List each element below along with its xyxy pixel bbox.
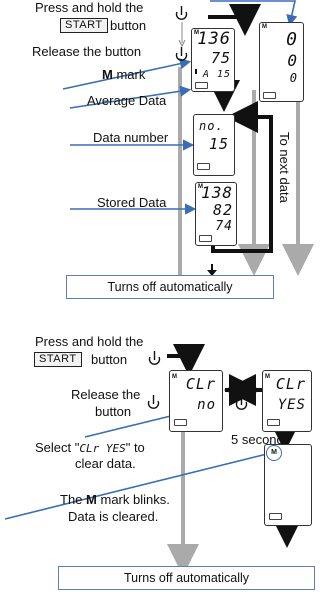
to-next-data-text: To next data bbox=[276, 132, 296, 252]
button-word-2: button bbox=[91, 352, 128, 367]
lcd-stored-line1: 138 bbox=[201, 183, 233, 202]
mark-word: mark bbox=[116, 67, 146, 82]
lcd-avg-line2: 75 bbox=[210, 49, 231, 67]
data-cleared-text: Data is cleared. bbox=[68, 509, 159, 524]
power-icon-bottom-2 bbox=[147, 395, 160, 409]
release-text-2a: Release the bbox=[71, 387, 141, 402]
m-letter-2: M bbox=[86, 492, 97, 507]
blinking-m-icon: M bbox=[266, 445, 282, 461]
select-seg: CLr YES bbox=[79, 442, 126, 455]
clear-data-text: clear data. bbox=[75, 456, 136, 471]
battery-icon bbox=[174, 419, 187, 426]
data-number-label: Data number bbox=[93, 130, 169, 145]
battery-icon bbox=[263, 92, 276, 99]
footer-top: Turns off automatically bbox=[66, 275, 274, 299]
power-icon-bottom-1 bbox=[148, 351, 161, 365]
select-suffix: " to bbox=[125, 440, 145, 455]
footer-bottom: Turns off automatically bbox=[58, 566, 315, 590]
release-text-2b: button bbox=[95, 404, 132, 419]
lcd-right-line3: 0 bbox=[289, 71, 298, 85]
m-icon: M bbox=[198, 184, 203, 190]
power-icon-top bbox=[175, 6, 188, 20]
lcd-data-number: no. 15 bbox=[193, 114, 235, 176]
lcd-right-line1: 0 bbox=[286, 29, 298, 50]
battery-icon bbox=[199, 235, 212, 242]
m-icon: M bbox=[265, 374, 270, 380]
lcd-cleared: M bbox=[264, 444, 312, 526]
battery-icon bbox=[269, 513, 282, 520]
black-arrow-start bbox=[208, 4, 261, 36]
press-hold-text-2: Press and hold the bbox=[35, 334, 144, 349]
battery-icon bbox=[267, 419, 280, 426]
m-blinks-text: The M mark blinks. bbox=[60, 492, 170, 507]
lcd-stored: M 138 82 74 bbox=[195, 182, 237, 246]
lcd-no-line1: no. bbox=[199, 119, 224, 133]
battery-icon bbox=[195, 82, 208, 89]
lcd-no-line2: 15 bbox=[208, 135, 229, 153]
battery-icon bbox=[197, 163, 210, 170]
lcd-stored-line3: 74 bbox=[215, 219, 233, 234]
start-button[interactable]: START bbox=[60, 18, 108, 33]
the-word: The bbox=[60, 492, 83, 507]
power-icon-bottom-3 bbox=[235, 396, 248, 410]
m-icon: M bbox=[262, 24, 267, 30]
lcd-clr-yes: M CLr YES bbox=[262, 370, 312, 432]
blinks-word: mark blinks. bbox=[100, 492, 170, 507]
stored-data-label: Stored Data bbox=[97, 195, 167, 210]
select-prefix: Select " bbox=[35, 440, 80, 455]
m-mark-label: M mark bbox=[102, 67, 145, 82]
black-arrow-start-2 bbox=[167, 344, 205, 376]
lcd-clr-line2: no bbox=[197, 397, 216, 413]
five-seconds-text: 5 seconds bbox=[231, 432, 291, 447]
average-data-label: Average Data bbox=[87, 93, 167, 108]
button-word: button bbox=[110, 18, 147, 33]
lcd-clr-no: M CLr no bbox=[169, 370, 223, 432]
side-label: To next data bbox=[277, 132, 292, 203]
lcd-avg-line3: A 15 bbox=[202, 69, 231, 80]
bar-mark bbox=[195, 69, 197, 74]
start-button-2[interactable]: START bbox=[34, 352, 82, 367]
blue-arrow-top bbox=[210, 0, 298, 27]
lcd-avg-line1: 136 bbox=[197, 29, 231, 49]
m-icon: M bbox=[194, 30, 199, 36]
lcd-clr-line1: CLr bbox=[185, 375, 216, 393]
release-text: Release the button bbox=[32, 44, 142, 59]
press-hold-text: Press and hold the bbox=[35, 0, 144, 15]
power-icon-release bbox=[175, 47, 188, 61]
select-text: Select "CLr YES" to bbox=[35, 440, 145, 456]
lcd-average: M 136 75 A 15 bbox=[191, 28, 235, 92]
m-letter: M bbox=[102, 67, 113, 82]
lcd-right: M 0 0 0 bbox=[259, 22, 304, 102]
lcd-yes-line1: CLr bbox=[275, 375, 306, 393]
lcd-yes-line2: YES bbox=[277, 397, 306, 413]
lcd-stored-line2: 82 bbox=[212, 201, 233, 219]
m-icon: M bbox=[172, 374, 177, 380]
lcd-right-line2: 0 bbox=[287, 51, 298, 70]
